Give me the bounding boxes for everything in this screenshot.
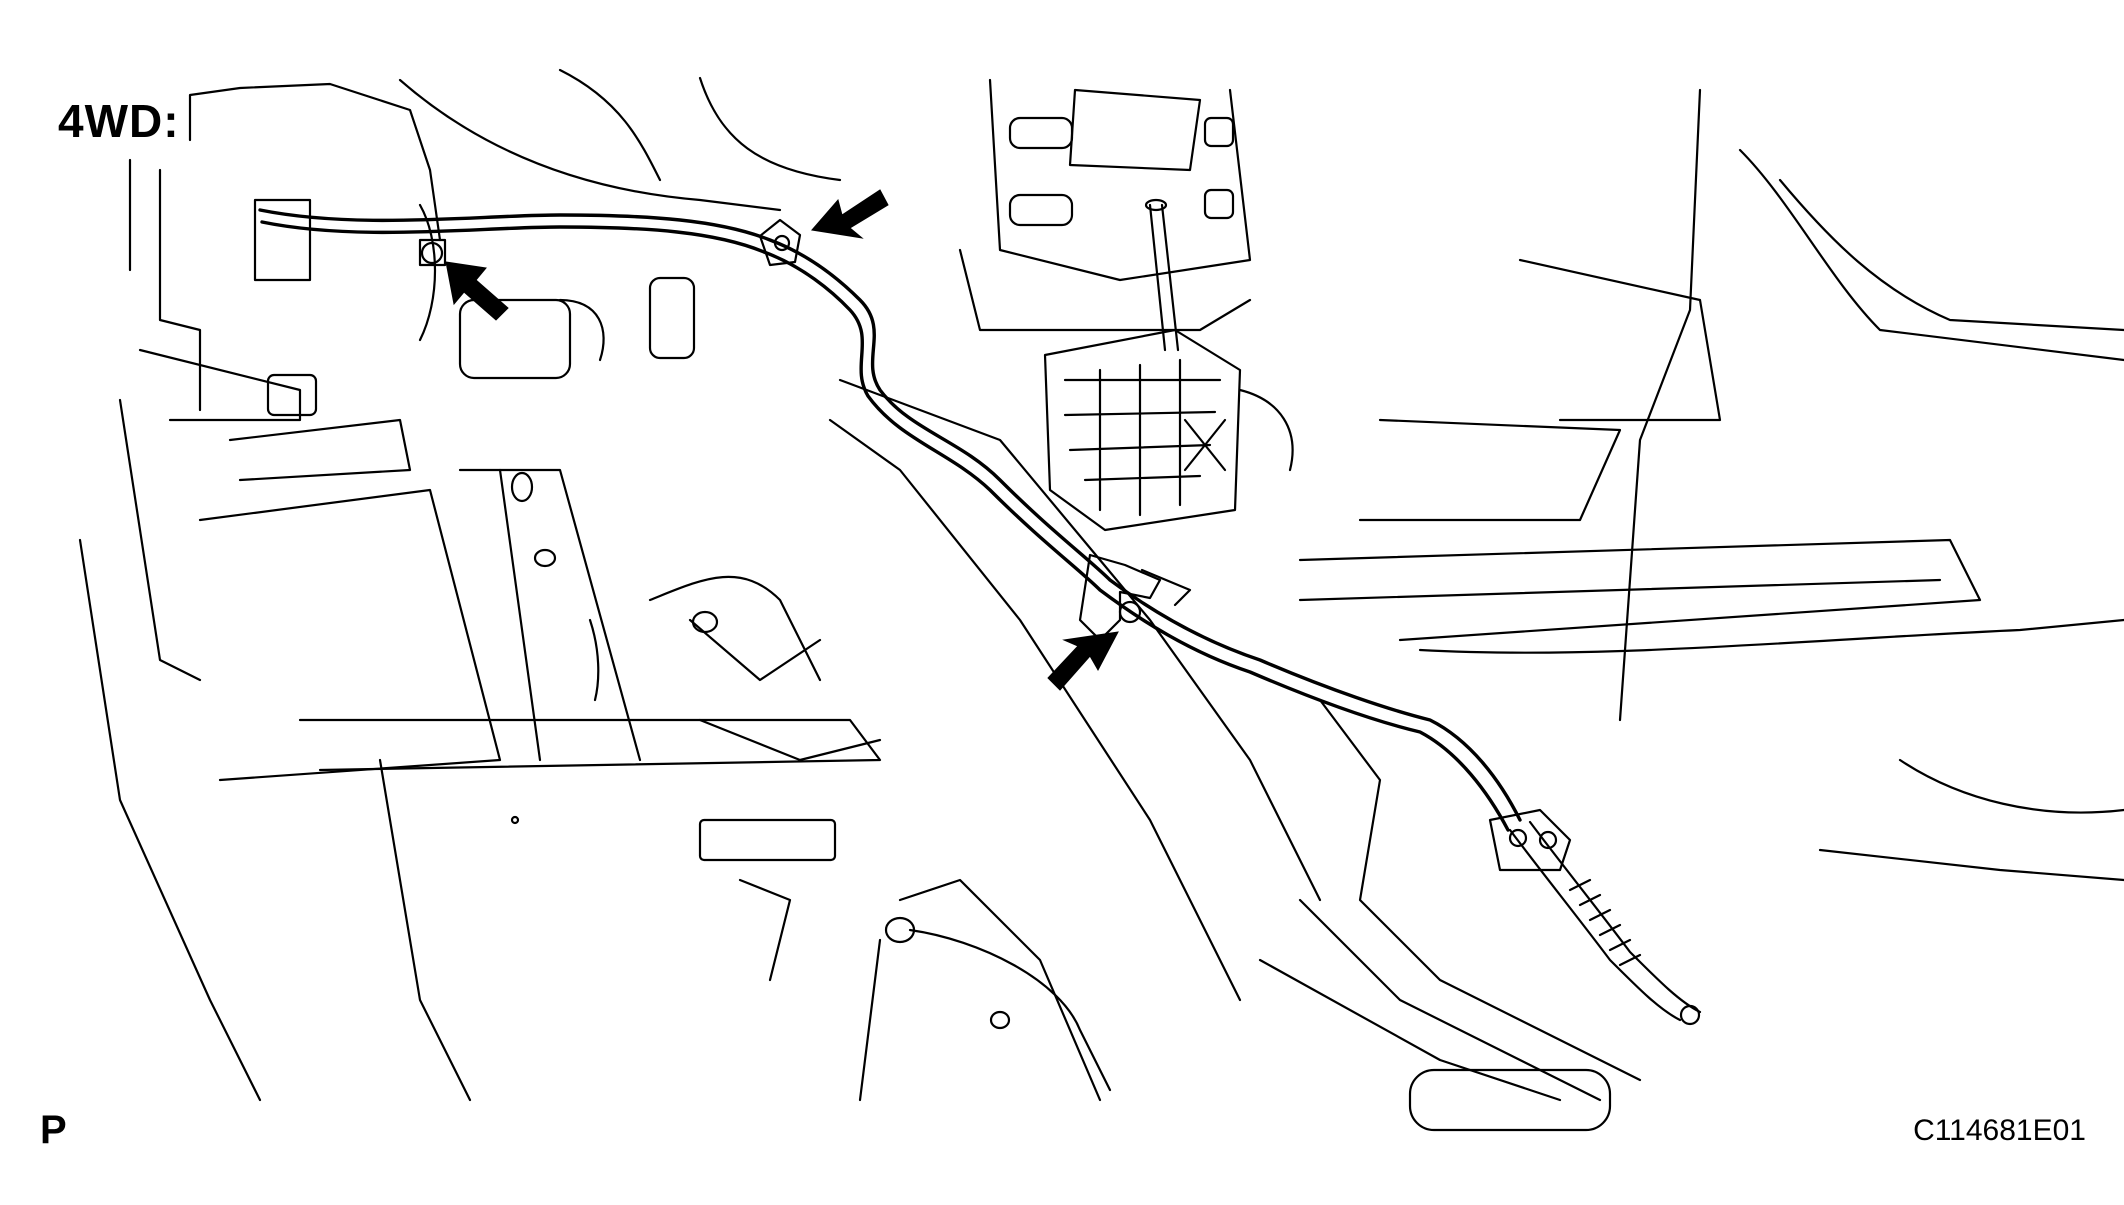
dashboard-outline [118,68,842,682]
center-console [958,78,1252,332]
arrow-icon [811,189,889,239]
center-tunnel [648,378,1642,1132]
pedal-assembly [266,276,696,417]
arrow-icon [445,261,509,321]
left-floor-pan [78,418,882,1102]
parking-brake-cable [258,208,1702,1026]
shift-lever-housing [1043,198,1294,532]
right-body-structure [1298,88,2124,882]
variant-label: 4WD: [58,95,180,147]
arrow-icon [1047,631,1119,691]
figure-id: C114681E01 [1913,1114,2086,1147]
section-marker: P [40,1108,67,1152]
callout-arrows [445,189,1119,691]
